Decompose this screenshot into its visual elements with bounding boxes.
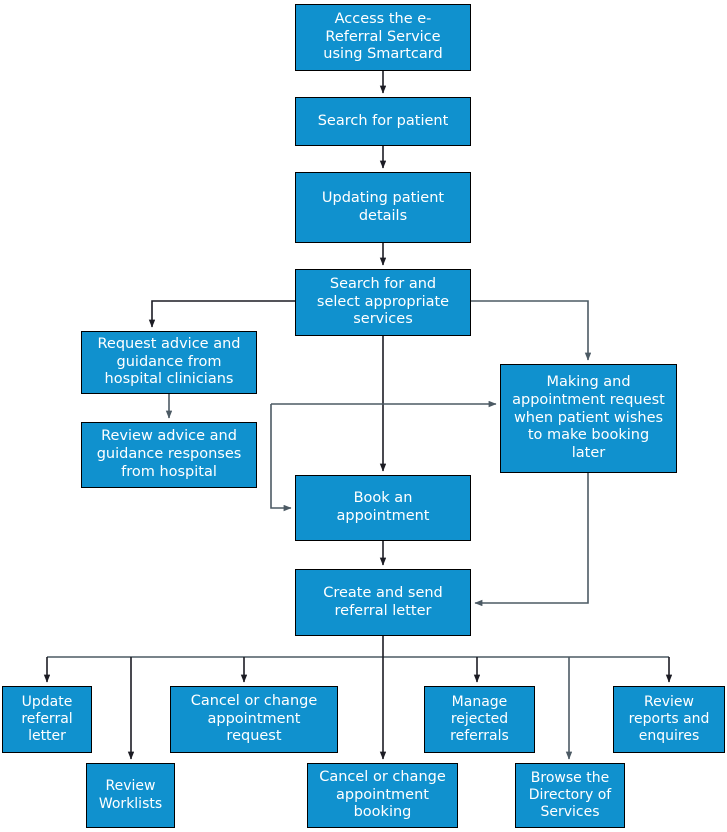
flowchart-node-review_reports[interactable]: Review reports and enquires [613, 686, 725, 753]
flowchart-node-browse_dos[interactable]: Browse the Directory of Services [515, 763, 625, 828]
flowchart-node-create_letter[interactable]: Create and send referral letter [295, 569, 471, 636]
flowchart-node-update_patient[interactable]: Updating patient details [295, 172, 471, 243]
connector-review-advice-to-book-appointment [270, 404, 292, 512]
flowchart-node-search_services[interactable]: Search for and select appropriate servic… [295, 269, 471, 336]
flowchart-node-review_worklists[interactable]: Review Worklists [86, 763, 175, 828]
flowchart-node-making_request[interactable]: Making and appointment request when pati… [500, 364, 677, 473]
flowchart-node-book_appt[interactable]: Book an appointment [295, 475, 471, 541]
flowchart-node-request_advice[interactable]: Request advice and guidance from hospita… [81, 331, 257, 394]
connector-search-services-to-making-request [471, 300, 592, 361]
flowchart-node-cancel_request[interactable]: Cancel or change appointment request [170, 686, 338, 753]
flowchart-node-search_patient[interactable]: Search for patient [295, 97, 471, 146]
connector-making-request-to-create-letter [474, 473, 589, 607]
flowchart-node-cancel_booking[interactable]: Cancel or change appointment booking [307, 763, 458, 828]
connector-search-services-to-request-advice [148, 300, 295, 328]
flowchart-node-access[interactable]: Access the e- Referral Service using Sma… [295, 4, 471, 71]
flowchart-node-manage_rejected[interactable]: Manage rejected referrals [424, 686, 535, 753]
flowchart-node-review_advice[interactable]: Review advice and guidance responses fro… [81, 422, 257, 488]
flowchart-node-update_letter[interactable]: Update referral letter [2, 686, 92, 753]
